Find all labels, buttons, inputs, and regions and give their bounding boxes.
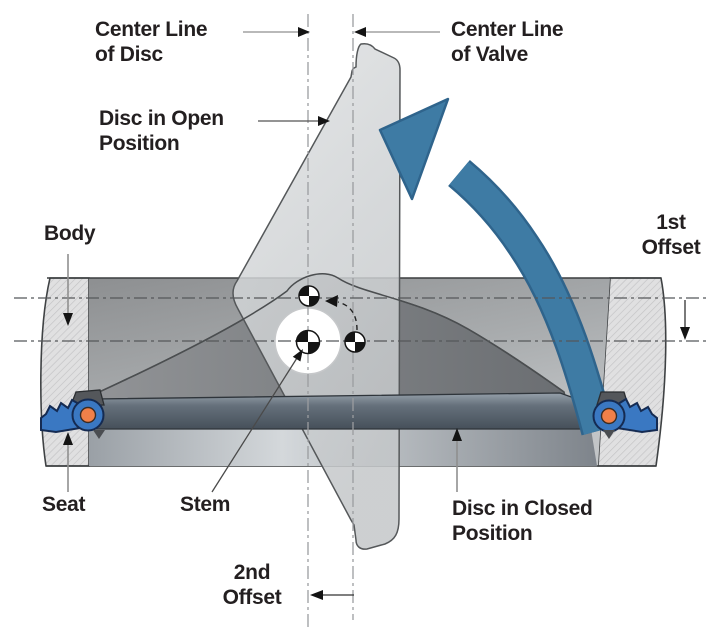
center-lines <box>14 14 706 628</box>
arc-arrowhead <box>325 295 338 307</box>
leader-seat-head <box>63 432 73 445</box>
label-disc-closed: Disc in Closed Position <box>452 497 593 545</box>
label-first-offset: 1st Offset <box>641 211 701 259</box>
center-mark-icon-right <box>344 331 366 353</box>
closed-disc-hub-outline <box>96 273 565 394</box>
center-mark-quadrants <box>345 332 365 352</box>
rotation-arrow-icon <box>378 97 615 436</box>
rotation-arrow-shaft-fill <box>449 161 613 435</box>
leader-stem <box>211 357 298 493</box>
leader-arrows <box>63 27 690 600</box>
closed-disc-band <box>92 392 592 430</box>
center-mark-icon-top <box>298 285 320 307</box>
label-center-line-of-disc: Center Line of Disc <box>95 18 208 66</box>
first-offset-arrow-head <box>680 327 690 340</box>
center-mark-icon-stem <box>295 329 321 355</box>
label-second-offset: 2nd Offset <box>222 561 282 609</box>
seat-left-ring <box>40 398 82 434</box>
label-disc-open: Disc in Open Position <box>99 107 224 155</box>
seat-right-ring <box>615 397 658 434</box>
leader-body-head <box>63 313 73 326</box>
label-body: Body <box>44 222 96 245</box>
seat-left <box>40 389 105 439</box>
label-stem: Stem <box>180 493 231 516</box>
offset-rotation-arc <box>325 295 358 331</box>
seat-right <box>592 391 658 439</box>
center-mark-quadrants <box>299 286 319 306</box>
body-left-section <box>40 277 90 467</box>
dashed-arc <box>337 301 358 331</box>
seat-right-oring <box>600 407 618 425</box>
second-offset-arrow-head <box>310 590 323 600</box>
seat-right-tab <box>603 430 615 439</box>
seat-left-oring <box>79 406 97 424</box>
center-mark-quadrants <box>296 330 320 354</box>
label-seat: Seat <box>42 493 86 516</box>
leader-centerline-disc-head <box>298 27 310 37</box>
rotation-arrow-head <box>378 97 450 201</box>
leader-disc-open-head <box>318 116 330 126</box>
leader-stem-head <box>292 349 303 362</box>
leader-centerline-valve-head <box>354 27 366 37</box>
seat-left-tab <box>93 430 105 439</box>
label-center-line-of-valve: Center Line of Valve <box>451 18 564 66</box>
leader-disc-closed-head <box>452 428 462 441</box>
